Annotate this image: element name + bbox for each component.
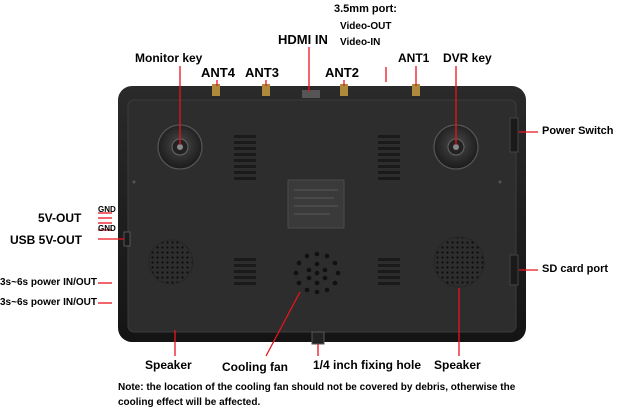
fixing-hole-label: 1/4 inch fixing hole <box>313 358 422 372</box>
monitor-key-label: Monitor key <box>135 51 203 65</box>
usb-5v-out-label: USB 5V-OUT <box>10 233 83 247</box>
dvr-key-label: DVR key <box>443 51 492 65</box>
left-speaker <box>148 239 194 285</box>
usb-port <box>123 231 131 247</box>
ant1-label: ANT1 <box>398 51 430 65</box>
vent-bottom-right <box>378 258 400 285</box>
video-out-label: Video-OUT <box>340 21 392 32</box>
label-plate <box>287 179 345 229</box>
pointer-lines <box>98 47 538 357</box>
ant1-connector <box>412 84 420 96</box>
ant3-connector <box>262 84 270 96</box>
ant2-label: ANT2 <box>325 65 359 80</box>
cooling-fan-label: Cooling fan <box>222 360 288 374</box>
power-in-out-label-2: 3s~6s power IN/OUT <box>0 297 97 308</box>
hdmi-in-label: HDMI IN <box>278 32 328 47</box>
sd-card-port-label: SD card port <box>542 263 609 275</box>
video-in-label: Video-IN <box>340 37 381 48</box>
hdmi-connector <box>302 90 320 98</box>
speaker-left-label: Speaker <box>145 358 192 372</box>
gnd-label-2: GND <box>98 224 116 233</box>
vent-bottom-left <box>234 258 256 285</box>
ant2-connector <box>340 84 348 96</box>
cooling-fan-holes <box>293 251 341 295</box>
ant4-connector <box>212 84 220 96</box>
sd-card-slot <box>509 254 519 286</box>
power-switch-label: Power Switch <box>542 125 614 137</box>
cooling-fan-note: Note: the location of the cooling fan sh… <box>118 382 516 408</box>
right-speaker <box>433 236 485 288</box>
gnd-label-1: GND <box>98 205 116 214</box>
port-35mm-label: 3.5mm port: <box>334 3 397 15</box>
fixing-hole-mount <box>311 331 325 345</box>
vent-top-left <box>234 135 256 180</box>
power-in-out-label-1: 3s~6s power IN/OUT <box>0 277 97 288</box>
power-switch <box>509 117 519 153</box>
ant3-label: ANT3 <box>245 65 279 80</box>
speaker-right-label: Speaker <box>434 358 481 372</box>
ant4-label: ANT4 <box>201 65 235 80</box>
vent-top-right <box>378 135 400 180</box>
5v-out-label: 5V-OUT <box>38 211 82 225</box>
